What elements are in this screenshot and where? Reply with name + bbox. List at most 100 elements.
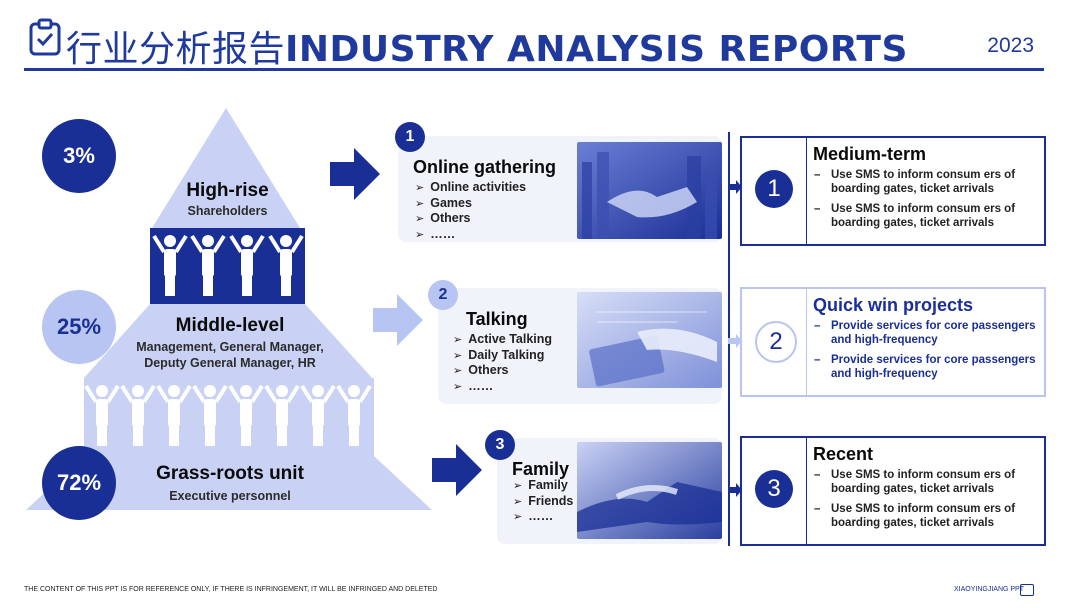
footer-brand: XIAOYINGJIANG PPT xyxy=(953,586,1024,593)
connector-arrow-icon xyxy=(728,334,742,348)
people-icon xyxy=(240,385,252,397)
people-icon xyxy=(240,399,252,427)
people-icon xyxy=(168,399,180,427)
list-item: Online activities xyxy=(415,180,526,196)
list-item: Others xyxy=(453,363,552,379)
tablet-tech-photo xyxy=(577,292,722,388)
box-item: Use SMS to inform consum ers of boarding… xyxy=(813,502,1038,530)
people-icon xyxy=(84,384,120,404)
people-icon xyxy=(268,234,304,254)
people-icon xyxy=(190,234,226,254)
people-icon xyxy=(192,384,228,404)
people-icon xyxy=(348,385,360,397)
people-icon xyxy=(276,385,288,397)
people-icon xyxy=(202,235,214,247)
pyramid-graphic xyxy=(26,108,432,510)
people-icon xyxy=(156,384,192,404)
level-title-middle: Middle-level xyxy=(175,315,285,336)
people-icon xyxy=(132,385,144,397)
box-items: Provide services for core passengers and… xyxy=(813,319,1038,387)
people-icon xyxy=(132,399,144,427)
people-icon xyxy=(277,424,287,446)
people-icon xyxy=(120,384,156,404)
connector-arrow-icon xyxy=(728,180,742,194)
level-subtitle-high: Shareholders xyxy=(187,204,268,218)
box-divider xyxy=(806,438,807,544)
people-icon xyxy=(204,385,216,397)
list-item: Daily Talking xyxy=(453,348,552,364)
box-item: Use SMS to inform consum ers of boarding… xyxy=(813,468,1038,496)
box-divider xyxy=(806,289,807,395)
year-label: 2023 xyxy=(987,34,1034,57)
list-item-emphasis: Talking xyxy=(509,332,553,346)
list-item: Active Talking xyxy=(453,332,552,348)
footer-disclaimer: THE CONTENT OF THIS PPT IS FOR REFERENCE… xyxy=(24,586,438,593)
pct-circle-grass: 72% xyxy=(42,446,116,520)
people-icon xyxy=(336,384,372,404)
list-item: Family xyxy=(513,478,573,494)
box-divider xyxy=(806,138,807,244)
box-item: Provide services for core passengers and… xyxy=(813,319,1038,347)
box-title: Recent xyxy=(813,444,874,464)
people-icon-group-top xyxy=(152,234,304,296)
people-icon xyxy=(264,384,300,404)
list-item: …… xyxy=(415,227,526,243)
people-icon xyxy=(300,384,336,404)
card-number-badge: 2 xyxy=(428,280,458,310)
pyramid-top xyxy=(152,108,300,228)
level-title-high: High-rise xyxy=(186,180,269,201)
box-number-badge: 3 xyxy=(755,470,793,508)
people-icon xyxy=(97,424,107,446)
list-item: Friends xyxy=(513,494,573,510)
people-icon xyxy=(281,274,291,296)
box-medium-term: 1 Medium-term Use SMS to inform consum e… xyxy=(740,136,1046,246)
list-item: …… xyxy=(453,379,552,395)
arrow-right-icon xyxy=(432,444,482,496)
box-quick-win: 2 Quick win projects Provide services fo… xyxy=(740,287,1046,397)
box-title: Quick win projects xyxy=(813,295,974,315)
card-list: Active Talking Daily Talking Others …… xyxy=(453,332,552,394)
people-icon xyxy=(202,249,214,277)
box-recent: 3 Recent Use SMS to inform consum ers of… xyxy=(740,436,1046,546)
people-icon xyxy=(169,424,179,446)
page-title-cn: 行业分析报告 xyxy=(66,29,286,70)
handshake-city-photo xyxy=(577,142,722,239)
list-item: Others xyxy=(415,211,526,227)
level-subtitle-grass: Executive personnel xyxy=(169,489,291,503)
card-title: Online gathering xyxy=(413,157,557,177)
pyramid-middle xyxy=(84,304,372,378)
list-item-emphasis: Talking xyxy=(501,347,545,362)
people-icon xyxy=(96,399,108,427)
box-item: Use SMS to inform consum ers of boarding… xyxy=(813,202,1038,230)
card-list: Family Friends …… xyxy=(513,478,573,525)
people-icon xyxy=(241,235,253,247)
list-item: …… xyxy=(513,509,573,525)
people-icon xyxy=(242,274,252,296)
people-icon xyxy=(205,424,215,446)
box-item: Use SMS to inform consum ers of boarding… xyxy=(813,168,1038,196)
card-title: Family xyxy=(512,459,570,479)
box-number-badge: 2 xyxy=(755,321,797,363)
people-icon xyxy=(168,385,180,397)
people-icon xyxy=(96,385,108,397)
people-icon xyxy=(203,274,213,296)
card-number-badge: 3 xyxy=(485,430,515,460)
people-icon xyxy=(228,384,264,404)
list-item: Games xyxy=(415,196,526,212)
people-icon xyxy=(280,235,292,247)
people-icon xyxy=(280,249,292,277)
people-icon xyxy=(164,235,176,247)
box-title: Medium-term xyxy=(813,144,927,164)
people-icon xyxy=(241,249,253,277)
people-icon-group-middle xyxy=(84,384,372,446)
clipboard-icon xyxy=(29,18,61,56)
box-items: Use SMS to inform consum ers of boarding… xyxy=(813,468,1038,536)
arrow-right-icon xyxy=(330,148,380,200)
level-subtitle-middle: Management, General Manager, Deputy Gene… xyxy=(110,339,350,371)
list-item-text: Active xyxy=(468,332,510,346)
people-icon xyxy=(229,234,265,254)
people-icon xyxy=(204,399,216,427)
list-item-text: Daily xyxy=(468,347,502,362)
people-icon xyxy=(276,399,288,427)
presentation-icon xyxy=(1020,584,1034,596)
